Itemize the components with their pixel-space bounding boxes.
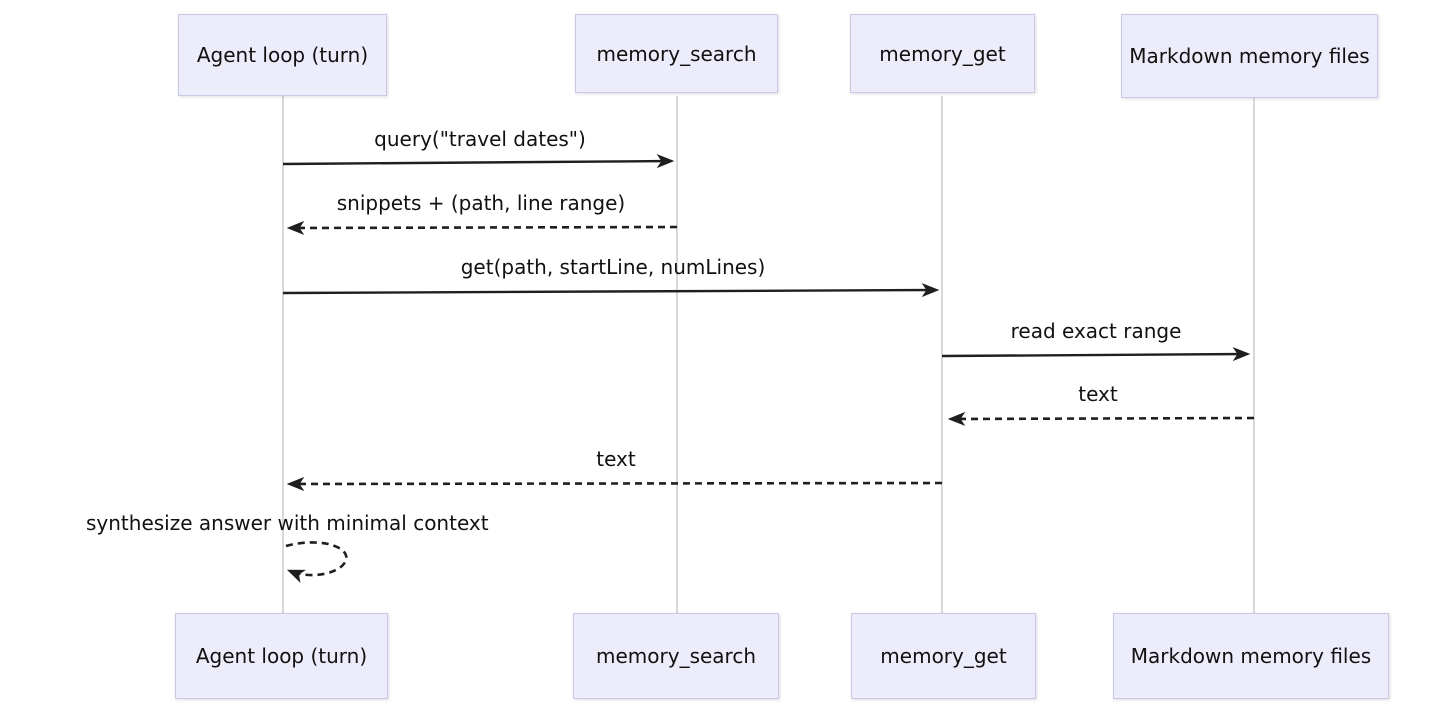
- message-arrow-snippets: [286, 220, 678, 236]
- actor-box-top-memory-search: memory_search: [575, 14, 778, 93]
- message-arrow-query: [282, 154, 675, 169]
- message-label-read-exact-range: read exact range: [1010, 319, 1182, 343]
- message-arrow-text-get-to-agent: [286, 476, 943, 492]
- actor-box-bottom-memory-get: memory_get: [851, 613, 1036, 699]
- message-label-synthesize: synthesize answer with minimal context: [86, 511, 489, 535]
- actor-box-bottom-markdown-memory-files: Markdown memory files: [1113, 613, 1389, 699]
- message-label-text-get-to-agent: text: [596, 447, 636, 471]
- message-label-query: query("travel dates"): [374, 127, 586, 151]
- message-label-get: get(path, startLine, numLines): [460, 255, 766, 279]
- actor-box-bottom-agent-loop: Agent loop (turn): [175, 613, 388, 699]
- message-arrow-read-exact-range: [941, 347, 1251, 362]
- message-self-loop-synthesize: [285, 541, 348, 583]
- message-arrow-get: [282, 283, 940, 298]
- message-label-snippets: snippets + (path, line range): [336, 191, 626, 215]
- actor-box-top-markdown-memory-files: Markdown memory files: [1121, 14, 1378, 98]
- actor-box-top-memory-get: memory_get: [850, 14, 1035, 93]
- actor-box-bottom-memory-search: memory_search: [573, 613, 779, 699]
- message-label-text-files-to-get: text: [1078, 382, 1118, 406]
- message-arrow-text-files-to-get: [947, 411, 1255, 427]
- actor-box-top-agent-loop: Agent loop (turn): [178, 14, 387, 96]
